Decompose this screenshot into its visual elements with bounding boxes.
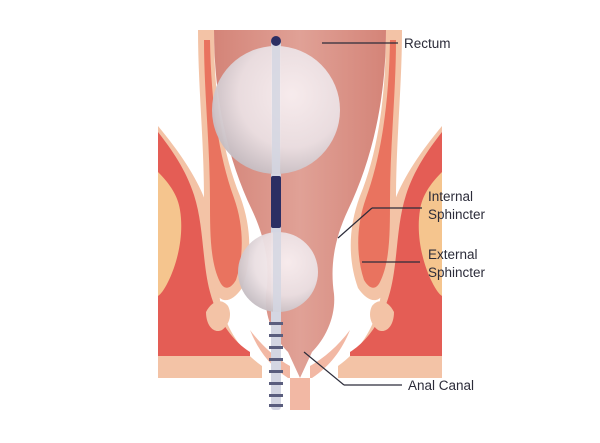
label-external-sphincter-line1: External bbox=[428, 247, 478, 262]
label-rectum: Rectum bbox=[404, 36, 451, 51]
catheter-tip bbox=[271, 36, 281, 46]
left-fat bbox=[158, 172, 182, 296]
right-external-sphincter bbox=[350, 132, 442, 356]
label-internal-sphincter-line1: Internal bbox=[428, 189, 473, 204]
anal-canal-leader bbox=[303, 351, 345, 386]
sensor-tick bbox=[269, 322, 283, 325]
label-external-sphincter-line2: Sphincter bbox=[428, 265, 486, 280]
sensor-tick bbox=[269, 370, 283, 373]
left-notch bbox=[206, 301, 230, 332]
right-fat bbox=[418, 172, 442, 296]
sensor-tick bbox=[269, 382, 283, 385]
catheter-sensor-ticks bbox=[269, 322, 283, 407]
catheter-through-lower bbox=[273, 232, 281, 312]
sensor-tick bbox=[269, 334, 283, 337]
anal-canal-region bbox=[250, 330, 350, 410]
right-internal-muscle bbox=[358, 40, 396, 288]
sensor-tick bbox=[269, 346, 283, 349]
internal-sphincter-leader bbox=[337, 207, 373, 239]
left-external-sphincter bbox=[158, 132, 250, 356]
sensor-tick bbox=[269, 358, 283, 361]
sensor-tick bbox=[269, 404, 283, 407]
label-internal-sphincter-line2: Sphincter bbox=[428, 207, 486, 222]
sensor-tick bbox=[269, 394, 283, 397]
catheter-dark-segment bbox=[271, 176, 281, 228]
catheter-through-upper bbox=[272, 46, 280, 174]
label-anal-canal: Anal Canal bbox=[408, 378, 474, 393]
right-notch bbox=[370, 301, 394, 332]
